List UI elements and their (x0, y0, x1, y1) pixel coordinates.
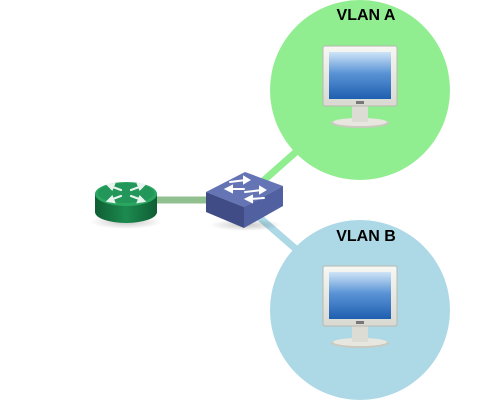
switch-icon[interactable] (206, 172, 283, 231)
vlan-b-label: VLAN B (336, 228, 396, 245)
vlan-a-label: VLAN A (337, 7, 396, 24)
pc-vlan-a-icon[interactable] (322, 45, 398, 128)
router-icon[interactable] (90, 182, 162, 229)
pc-vlan-b-icon[interactable] (322, 265, 398, 348)
